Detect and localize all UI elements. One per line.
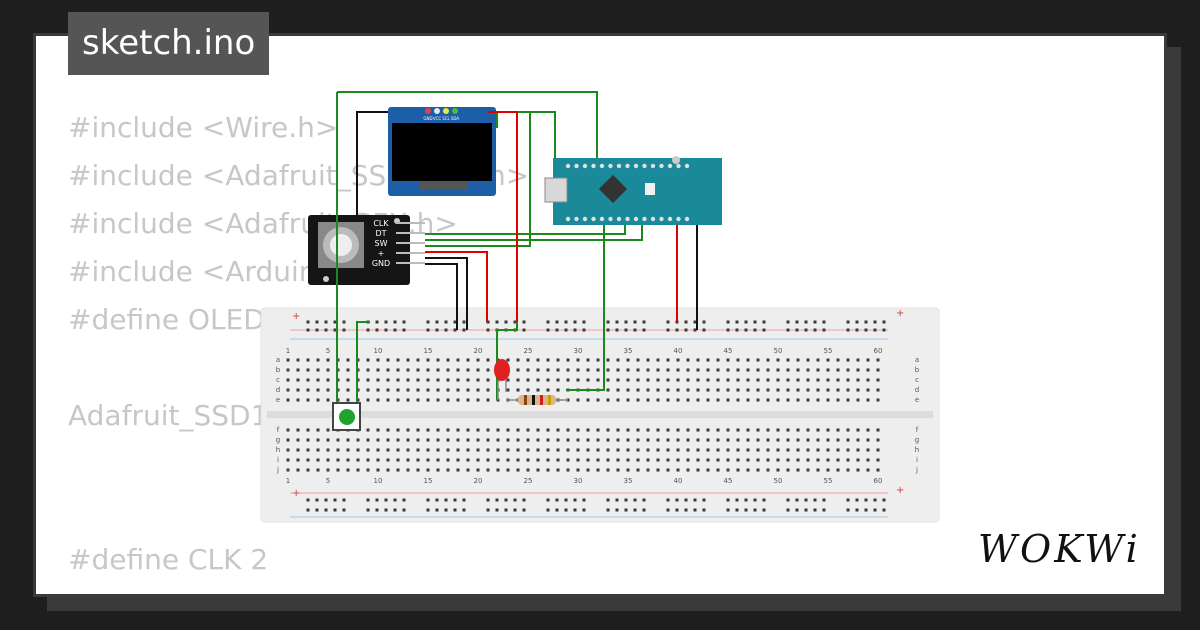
breadboard: 1155101015152020252530303535404045455050… [260,307,940,523]
row-label: f [277,426,280,434]
file-tab[interactable]: sketch.ino [68,12,270,75]
breadboard-labels: 1155101015152020252530303535404045455050… [276,347,920,485]
encoder-pin-label: GND [372,259,390,268]
column-label: 50 [774,347,783,355]
rail-plus-label-bottom-right: + [896,485,904,496]
row-label: b [915,366,920,374]
oled-pin-label: VCC [433,116,442,121]
column-label: 40 [674,347,683,355]
nano-pins [565,163,690,222]
column-label: 35 [624,347,633,355]
column-label: 45 [724,477,733,485]
wire-green [496,111,556,158]
row-label: c [276,376,280,384]
column-label: 25 [524,347,533,355]
row-label: a [276,356,280,364]
encoder-pin-label: + [378,249,385,258]
column-label: 1 [286,347,290,355]
row-label: i [277,456,279,464]
column-label: 40 [674,477,683,485]
code-line: #define DIO 3 [68,584,717,594]
code-line: #define CLK 2 [68,543,269,576]
oled-pin-label: SCL [442,116,450,121]
red-led [494,359,510,400]
column-label: 25 [524,477,533,485]
wire-black [425,263,458,330]
column-label: 50 [774,477,783,485]
wire-red [487,111,518,322]
column-label: 20 [474,477,483,485]
rail-plus-label-right: + [896,308,904,319]
row-label: g [915,436,919,444]
column-label: 55 [824,347,833,355]
row-label: i [916,456,918,464]
encoder-pin-label: CLK [373,219,389,228]
push-button[interactable] [332,402,361,431]
row-label: j [915,466,918,474]
wire-green [566,225,605,391]
column-label: 55 [824,477,833,485]
wire-green [425,225,626,235]
row-label: j [276,466,279,474]
row-label: c [915,376,919,384]
column-label: 20 [474,347,483,355]
rail-plus-label-bottom: + [292,488,300,499]
breadboard-holes [286,320,886,512]
wire-green [356,321,370,410]
wire-red [425,251,488,322]
column-label: 45 [724,347,733,355]
oled-pin-label: SDA [451,116,460,121]
column-label: 10 [374,347,383,355]
wire-black [356,111,388,215]
code-line: #include <Wire.h> [68,111,339,144]
wire-green [337,91,598,158]
column-label: 15 [424,477,433,485]
wokwi-logo: WOKWi [978,527,1141,571]
rail-plus-label: + [292,311,300,322]
row-label: b [276,366,281,374]
row-label: f [916,426,919,434]
column-label: 5 [326,347,330,355]
arduino-nano [544,156,722,225]
wire-green [425,112,531,247]
encoder-pin-label: SW [375,239,388,248]
oled-pin-label: GND [423,116,432,121]
resistor [507,395,568,405]
column-label: 30 [574,347,583,355]
row-label: e [276,396,280,404]
column-label: 60 [874,477,883,485]
column-label: 5 [326,477,330,485]
row-label: h [915,446,919,454]
column-label: 10 [374,477,383,485]
wire-black [425,257,468,330]
row-label: a [915,356,919,364]
encoder-pin-label: DT [375,229,386,238]
column-label: 1 [286,477,290,485]
row-label: g [276,436,280,444]
row-label: d [276,386,280,394]
column-label: 15 [424,347,433,355]
column-label: 35 [624,477,633,485]
row-label: d [915,386,919,394]
column-label: 30 [574,477,583,485]
row-label: e [915,396,919,404]
wires [336,91,698,410]
column-label: 60 [874,347,883,355]
wire-green [425,225,643,241]
row-label: h [276,446,280,454]
